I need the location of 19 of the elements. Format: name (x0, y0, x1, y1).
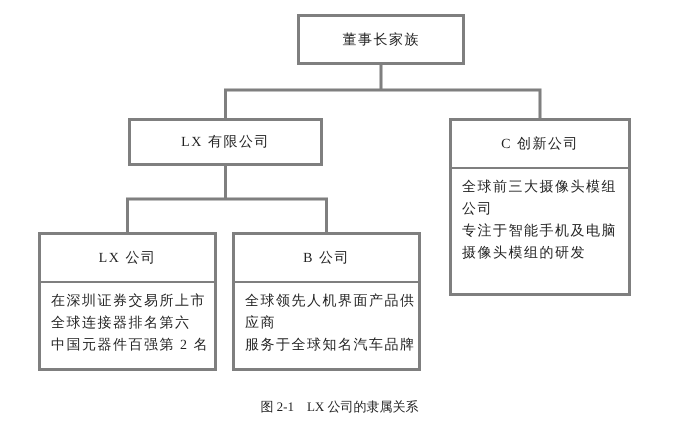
org-box (128, 118, 323, 166)
description-text: 全球前三大摄像头模组公司 (462, 178, 618, 219)
company-name: LX 公司 (98, 250, 156, 267)
figure-caption: 图 2-1 LX 公司的隶属关系 (260, 399, 419, 414)
company-name: C 创新公司 (501, 135, 579, 153)
description-text: 专注于智能手机及电脑摄像头模组的研发 (462, 222, 618, 263)
description-text: 中国元器件百强第 2 名 (51, 336, 210, 355)
company-name: 董事长家族 (342, 31, 420, 48)
org-box (297, 14, 465, 65)
org-box (38, 232, 217, 371)
company-name: B 公司 (303, 250, 350, 267)
description-text: 全球领先人机界面产品供应商 (245, 292, 416, 333)
org-box (449, 118, 631, 296)
company-name: LX 有限公司 (181, 134, 270, 151)
description-text: 在深圳证券交易所上市 (51, 292, 207, 311)
description-text: 全球连接器排名第六 (51, 314, 192, 333)
connector-line (380, 65, 542, 118)
description-text: 服务于全球知名汽车品牌 (245, 336, 416, 355)
org-box (232, 232, 421, 371)
